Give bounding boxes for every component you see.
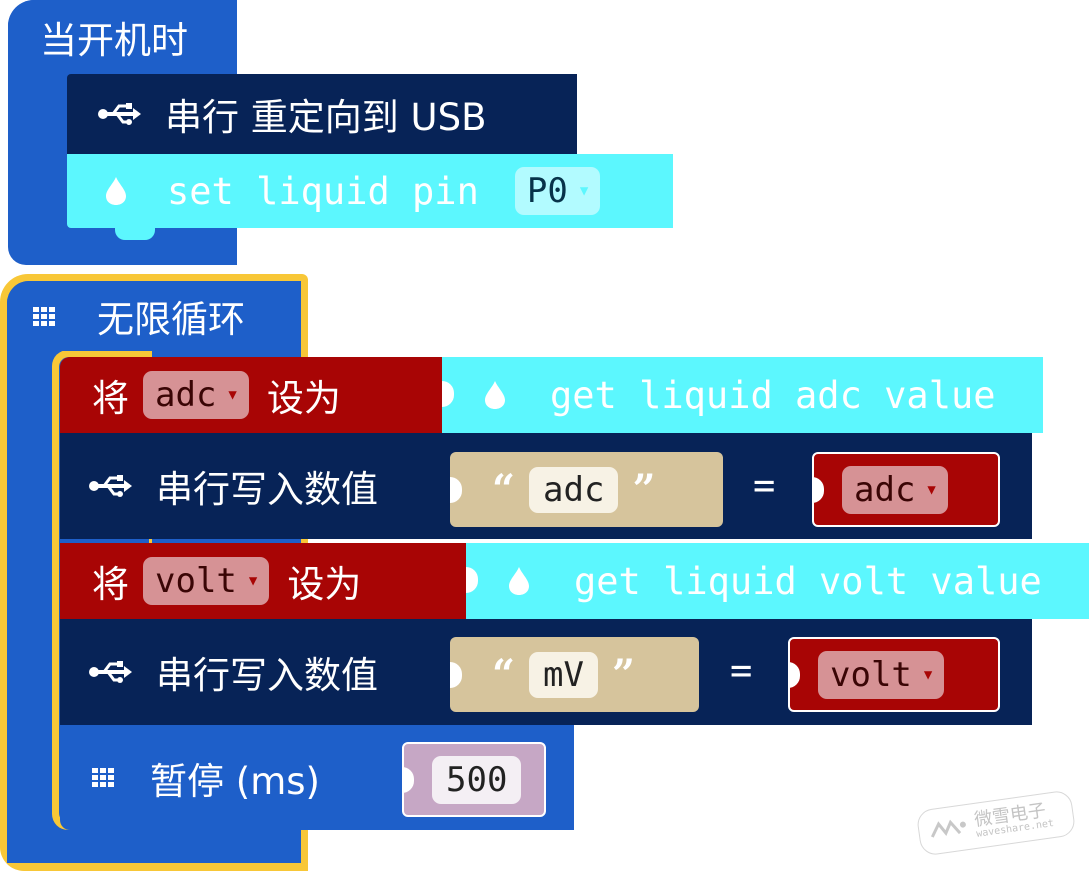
adc-reporter-value: adc (854, 469, 916, 510)
pin-dropdown[interactable]: P0 ▼ (514, 167, 601, 215)
mv-text-field[interactable]: mV (529, 651, 598, 698)
droplet-icon (484, 380, 506, 410)
forever-hat[interactable]: 无限循环 (7, 281, 301, 351)
grid-icon (33, 306, 55, 326)
socket-notch (450, 477, 462, 503)
volt-variable-reporter[interactable]: volt ▼ (788, 637, 1000, 712)
forever-footer (7, 830, 141, 863)
get-liquid-adc-reporter[interactable]: get liquid adc value (442, 357, 1043, 433)
pause-label: 暂停 (ms) (150, 759, 320, 803)
set-volt-set-label: 将 (92, 563, 129, 606)
adc-equals-label: = (753, 464, 776, 507)
waveshare-logo-icon (930, 819, 966, 838)
serial-redirect-label: 串行 重定向到 USB (165, 96, 487, 139)
open-quote-icon: “ (492, 466, 516, 513)
grid-icon (92, 768, 114, 787)
droplet-icon (508, 566, 530, 596)
pin-value: P0 (526, 171, 568, 211)
forever-label: 无限循环 (97, 298, 245, 341)
volt-variable-dropdown[interactable]: volt ▼ (143, 557, 270, 605)
chevron-down-icon: ▼ (579, 183, 589, 199)
chevron-down-icon: ▼ (927, 481, 936, 498)
open-quote-icon: “ (492, 651, 516, 698)
close-quote-icon: ” (611, 651, 635, 698)
usb-icon (88, 660, 132, 684)
set-adc-to-label: 设为 (266, 377, 341, 420)
set-adc-block[interactable]: 将 adc ▼ 设为 (60, 357, 448, 433)
socket-notch (402, 767, 414, 793)
droplet-icon (105, 176, 127, 206)
set-liquid-pin-label: set liquid pin (167, 169, 479, 213)
adc-variable-value: adc (155, 375, 217, 415)
on-start-label: 当开机时 (40, 19, 188, 62)
serial-write-mv-label: 串行写入数值 (156, 654, 378, 697)
pause-number-reporter[interactable]: 500 (402, 742, 546, 817)
watermark-logo: 微雪电子 waveshare.net (915, 789, 1077, 857)
adc-variable-reporter[interactable]: adc ▼ (812, 452, 1000, 527)
mv-text-reporter[interactable]: “ mV ” (450, 637, 699, 712)
adc-variable-dropdown[interactable]: adc ▼ (143, 371, 249, 419)
set-volt-to-label: 设为 (287, 563, 362, 606)
socket-notch (788, 662, 800, 688)
socket-notch (812, 477, 824, 503)
socket-notch (466, 567, 478, 593)
chevron-down-icon: ▼ (248, 573, 258, 589)
pause-ms-input[interactable]: 500 (432, 755, 522, 804)
set-volt-block[interactable]: 将 volt ▼ 设为 (60, 543, 472, 619)
volt-reporter-value: volt (830, 654, 912, 695)
mv-equals-label: = (730, 649, 753, 692)
set-adc-set-label: 将 (92, 377, 129, 420)
close-quote-icon: ” (632, 466, 656, 513)
serial-redirect-block[interactable]: 串行 重定向到 USB (67, 74, 577, 154)
usb-icon (88, 474, 132, 498)
socket-notch (442, 381, 454, 407)
socket-notch (450, 662, 462, 688)
block-connector-tab (115, 228, 155, 240)
get-liquid-volt-label: get liquid volt value (574, 559, 1042, 603)
adc-text-reporter[interactable]: “ adc ” (450, 452, 723, 527)
set-liquid-pin-block[interactable]: set liquid pin P0 ▼ (67, 154, 673, 228)
get-liquid-volt-reporter[interactable]: get liquid volt value (466, 543, 1089, 619)
volt-variable-dropdown[interactable]: volt ▼ (818, 650, 945, 699)
chevron-down-icon: ▼ (923, 666, 933, 683)
get-liquid-adc-label: get liquid adc value (550, 373, 996, 417)
serial-write-adc-label: 串行写入数值 (156, 468, 378, 511)
chevron-down-icon: ▼ (228, 387, 237, 403)
volt-variable-value: volt (155, 561, 237, 601)
adc-variable-dropdown[interactable]: adc ▼ (842, 465, 948, 514)
usb-icon (97, 102, 141, 126)
on-start-hat[interactable]: 当开机时 (8, 0, 237, 74)
adc-text-field[interactable]: adc (529, 466, 619, 513)
